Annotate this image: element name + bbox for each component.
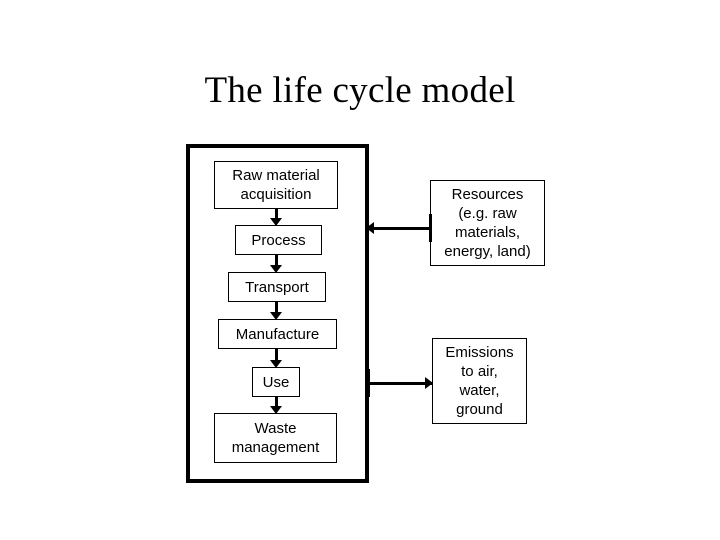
stage-label: Manufacture — [235, 325, 320, 343]
stage-box-raw-material-acquisition[interactable]: Raw material acquisition — [214, 161, 338, 209]
flow-arrow-use-to-waste-management — [269, 397, 283, 414]
stage-box-manufacture[interactable]: Manufacture — [218, 319, 337, 349]
side-box-label: Emissions to air, water, ground — [445, 344, 514, 418]
side-box-label: Resources (e.g. raw materials, energy, l… — [444, 186, 531, 260]
page-title: The life cycle model — [204, 70, 516, 111]
stage-label: Use — [262, 373, 290, 391]
emissions-output-arrow — [367, 376, 433, 390]
stage-box-waste-management[interactable]: Waste management — [214, 413, 337, 463]
stage-label: Waste management — [231, 420, 320, 456]
resources-arrow-tail — [429, 214, 432, 242]
resources-input-arrow — [366, 221, 430, 235]
stage-box-process[interactable]: Process — [235, 225, 322, 255]
flow-arrow-process-to-transport — [269, 255, 283, 273]
flow-arrow-transport-to-manufacture — [269, 302, 283, 320]
stage-box-use[interactable]: Use — [252, 367, 300, 397]
flow-arrow-manufacture-to-use — [269, 349, 283, 368]
system-boundary-box — [186, 144, 369, 483]
stage-label: Process — [251, 231, 306, 249]
side-box-resources[interactable]: Resources (e.g. raw materials, energy, l… — [430, 180, 545, 266]
stage-label: Raw material acquisition — [232, 167, 320, 203]
stage-box-transport[interactable]: Transport — [228, 272, 326, 302]
stage-label: Transport — [245, 278, 309, 296]
flow-arrow-raw-material-to-process — [269, 209, 283, 226]
side-box-emissions[interactable]: Emissions to air, water, ground — [432, 338, 527, 424]
